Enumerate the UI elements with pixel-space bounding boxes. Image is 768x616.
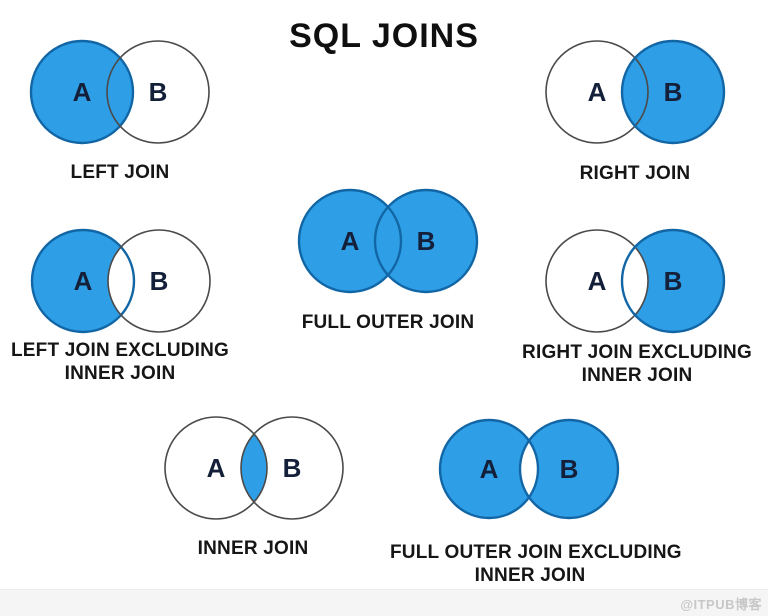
page-title: SQL JOINS <box>289 17 479 55</box>
set-b-letter: B <box>560 454 579 484</box>
set-b-letter: B <box>417 226 436 256</box>
circle-b-outline <box>106 40 210 144</box>
circle-a-region <box>32 230 134 332</box>
venn-left-join-excluding-inner-join-label: LEFT JOIN EXCLUDING INNER JOIN <box>0 339 240 385</box>
set-a-letter: A <box>588 266 607 296</box>
label-line: LEFT JOIN <box>70 162 170 183</box>
label-line: INNER JOIN <box>581 365 693 386</box>
circle-b-region <box>520 420 618 518</box>
circle-b-region <box>241 417 343 519</box>
label-line: FULL OUTER JOIN EXCLUDING <box>390 542 682 563</box>
label-line: RIGHT JOIN EXCLUDING <box>522 342 752 363</box>
set-b-letter: B <box>664 77 683 107</box>
footer-strip <box>0 589 768 616</box>
venn-inner-join-label: INNER JOIN <box>133 537 373 560</box>
circle-b-region <box>622 230 724 332</box>
venn-right-join-label: RIGHT JOIN <box>515 162 755 185</box>
venn-left-join-label: LEFT JOIN <box>0 161 240 184</box>
circle-a-outline <box>545 40 649 144</box>
set-b-letter: B <box>149 77 168 107</box>
circle-a-region <box>165 417 267 519</box>
label-line: LEFT JOIN EXCLUDING <box>10 340 230 361</box>
circle-b-outline <box>620 39 726 145</box>
set-b-letter: B <box>150 266 169 296</box>
circle-a-outline <box>297 188 403 294</box>
label-line: INNER JOIN <box>474 565 586 586</box>
circle-b-region <box>107 41 209 143</box>
circle-a-outline <box>438 418 540 520</box>
circle-b-region <box>622 41 724 143</box>
venn-full-outer-join-label: FULL OUTER JOIN <box>268 311 508 334</box>
venn-right-join-excluding-inner-join-label: RIGHT JOIN EXCLUDING INNER JOIN <box>516 341 758 387</box>
label-line: INNER JOIN <box>64 363 176 384</box>
circle-a-outline <box>164 416 268 520</box>
circle-a-region <box>31 41 133 143</box>
set-a-letter: A <box>73 77 92 107</box>
label-line: INNER JOIN <box>197 538 309 559</box>
set-a-letter: A <box>588 77 607 107</box>
circle-b-region <box>375 190 477 292</box>
circle-b-outline <box>620 228 726 334</box>
circle-b-outline <box>518 418 620 520</box>
set-b-letter: B <box>664 266 683 296</box>
circle-a-outline <box>29 39 135 145</box>
set-b-letter: B <box>283 453 302 483</box>
set-a-letter: A <box>74 266 93 296</box>
circle-a-region <box>440 420 538 518</box>
set-a-letter: A <box>341 226 360 256</box>
circle-a-outline <box>30 228 136 334</box>
circle-b-outline <box>240 416 344 520</box>
venn-full-outer-join-excluding-inner-join-label: FULL OUTER JOIN EXCLUDING INNER JOIN <box>390 541 682 587</box>
circle-a-region <box>299 190 401 292</box>
circle-b-region <box>108 230 210 332</box>
circle-a-region <box>546 230 648 332</box>
watermark: @ITPUB博客 <box>680 597 762 612</box>
label-line: RIGHT JOIN <box>579 163 691 184</box>
circle-a-outline <box>545 229 649 333</box>
set-a-letter: A <box>207 453 226 483</box>
label-line: FULL OUTER JOIN <box>301 312 475 333</box>
set-a-letter: A <box>480 454 499 484</box>
circle-a-region <box>546 41 648 143</box>
circle-b-outline <box>107 229 211 333</box>
circle-b-outline <box>373 188 479 294</box>
